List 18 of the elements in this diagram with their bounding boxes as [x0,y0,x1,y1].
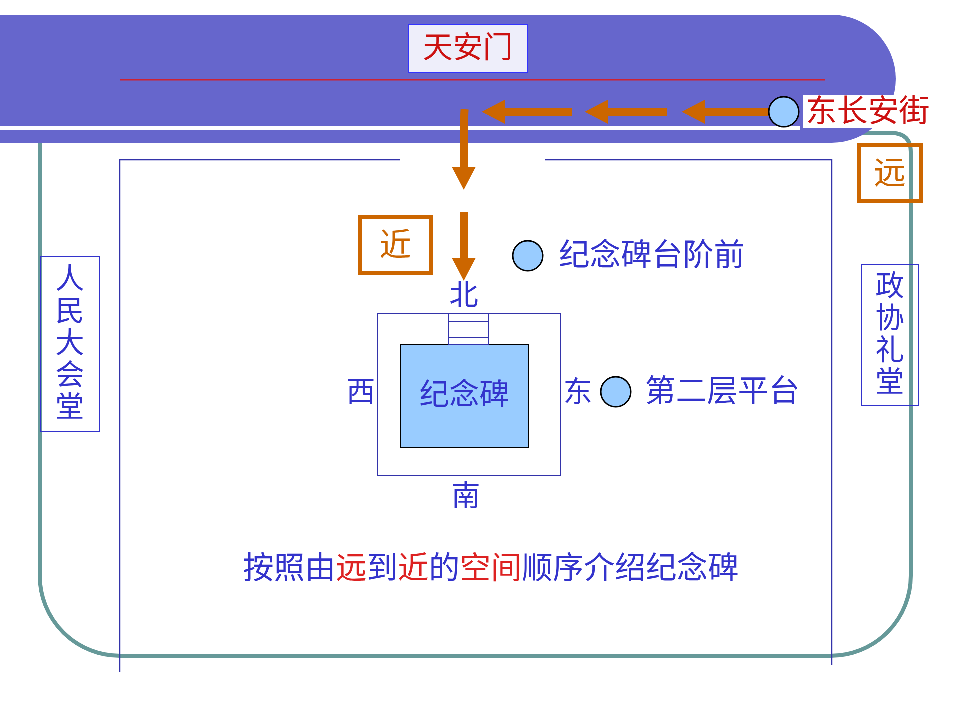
description-text: 按照由远到近的空间顺序介绍纪念碑 [243,550,739,588]
compass-label: 东 [563,377,593,409]
dot-icon [768,96,800,128]
compass-label: 南 [451,481,481,513]
compass-label: 北 [448,281,480,311]
monument-box: 纪念碑 [400,344,529,448]
tag-box: 近 [358,215,433,275]
place-box: 人民大会堂 [40,256,100,432]
dot-icon [512,240,544,272]
tag-box: 远 [857,143,923,203]
place-label: 纪念碑台阶前 [558,239,746,273]
place-box: 政协礼堂 [861,264,919,406]
arrow [452,98,768,281]
platform-box [377,313,561,476]
place-label: 第二层平台 [644,375,801,409]
place-box: 天安门 [408,24,528,73]
dot-icon [600,376,632,408]
compass-label: 西 [346,377,376,409]
